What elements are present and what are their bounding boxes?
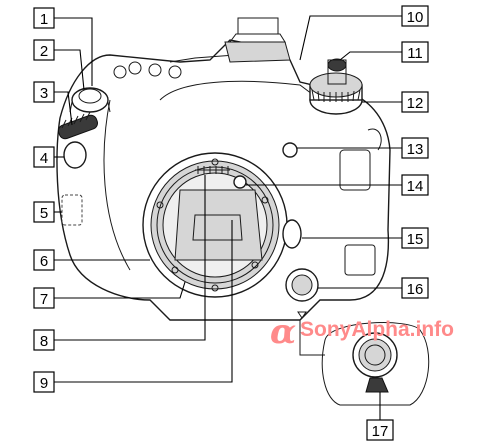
svg-text:10: 10 xyxy=(407,9,424,26)
callout-17: 17 xyxy=(366,419,394,441)
svg-text:14: 14 xyxy=(407,178,424,195)
callout-11: 11 xyxy=(401,41,429,63)
svg-text:5: 5 xyxy=(40,205,48,222)
camera-body xyxy=(56,17,391,321)
front-dial xyxy=(58,111,98,140)
callout-10: 10 xyxy=(401,5,429,27)
callout-2: 2 xyxy=(33,39,55,61)
svg-text:16: 16 xyxy=(407,281,424,298)
svg-text:2: 2 xyxy=(40,43,48,60)
svg-text:13: 13 xyxy=(407,141,424,158)
callout-7: 7 xyxy=(33,287,55,309)
watermark-symbol: α xyxy=(270,312,296,352)
callout-1: 1 xyxy=(33,7,55,29)
focus-mode-inset xyxy=(299,320,430,406)
watermark: α SonyAlpha.info xyxy=(270,312,454,352)
svg-text:3: 3 xyxy=(40,85,48,102)
svg-text:4: 4 xyxy=(40,150,48,167)
svg-text:8: 8 xyxy=(40,333,48,350)
callout-3: 3 xyxy=(33,81,55,103)
svg-text:11: 11 xyxy=(407,45,423,62)
svg-text:6: 6 xyxy=(40,253,48,270)
svg-text:1: 1 xyxy=(40,11,48,28)
callout-16: 16 xyxy=(401,277,429,299)
watermark-text: SonyAlpha.info xyxy=(300,318,454,341)
svg-text:9: 9 xyxy=(40,375,48,392)
callout-8: 8 xyxy=(33,329,55,351)
callout-6: 6 xyxy=(33,249,55,271)
lens-mount xyxy=(142,152,288,298)
callout-14: 14 xyxy=(401,174,429,196)
callout-9: 9 xyxy=(33,371,55,393)
svg-text:7: 7 xyxy=(40,291,48,308)
svg-text:17: 17 xyxy=(372,423,389,440)
mode-dial xyxy=(309,58,363,115)
svg-text:15: 15 xyxy=(407,231,424,248)
svg-text:12: 12 xyxy=(407,95,424,112)
callout-5: 5 xyxy=(33,201,55,223)
callout-4: 4 xyxy=(33,146,55,168)
callout-12: 12 xyxy=(401,91,429,113)
callout-13: 13 xyxy=(401,137,429,159)
callout-15: 15 xyxy=(401,227,429,249)
leader-lines xyxy=(54,15,402,420)
